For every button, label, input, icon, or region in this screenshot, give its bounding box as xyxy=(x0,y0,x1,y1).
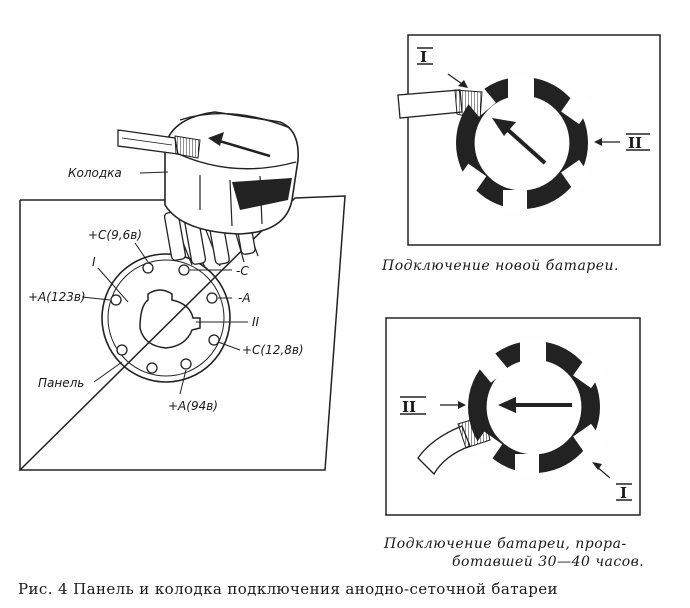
marker-i: I xyxy=(420,48,427,66)
figure-caption: Рис. 4 Панель и колодка подключения анод… xyxy=(18,580,558,598)
marker-i: I xyxy=(620,484,627,502)
frame xyxy=(407,34,661,246)
panel-sheet xyxy=(18,195,346,471)
new-battery-diagram: I II xyxy=(397,34,661,246)
pin-hole xyxy=(110,294,122,306)
caption-used-battery-line2: ботавшей 30—40 часов. xyxy=(452,554,645,570)
socket-outer-ring xyxy=(101,253,231,383)
socket-pin-holes xyxy=(110,262,220,374)
label-mark-ii: II xyxy=(252,315,260,329)
frame xyxy=(385,317,641,516)
label-plus-a-94: +А(94в) xyxy=(168,399,218,413)
indicator-arrow xyxy=(498,397,516,413)
socket-inner-ring xyxy=(107,259,225,377)
label-plus-c-9-6: +С(9,6в) xyxy=(88,228,142,242)
marker-ii: II xyxy=(628,134,642,152)
pin-hole xyxy=(208,334,220,346)
pin-hole xyxy=(180,358,192,370)
leader-lines xyxy=(81,171,248,395)
pin-hole xyxy=(116,344,128,356)
pin-hole xyxy=(142,262,154,274)
caption-new-battery: Подключение новой батареи. xyxy=(382,258,619,274)
indicator-arrow xyxy=(492,118,516,136)
label-mark-i: I xyxy=(92,255,96,269)
marker-ii: II xyxy=(402,398,416,416)
pin-hole xyxy=(178,264,190,276)
label-panel: Панель xyxy=(38,376,84,390)
pin-hole xyxy=(206,292,218,304)
left-panel-diagram: Колодка Панель +С(9,6в) -С -А +А(123в) +… xyxy=(18,111,346,471)
caption-used-battery-line1: Подключение батареи, прора- xyxy=(384,536,627,552)
plug-body xyxy=(117,111,299,269)
label-plus-c-12-8: +С(12,8в) xyxy=(242,343,304,357)
label-plus-a-123: +А(123в) xyxy=(28,290,86,304)
label-plug: Колодка xyxy=(68,166,122,180)
label-minus-a: -А xyxy=(238,291,251,305)
used-battery-diagram: II I xyxy=(385,317,641,516)
socket-key-hole xyxy=(139,289,201,349)
label-minus-c: -С xyxy=(236,264,249,278)
pin-hole xyxy=(146,362,158,374)
